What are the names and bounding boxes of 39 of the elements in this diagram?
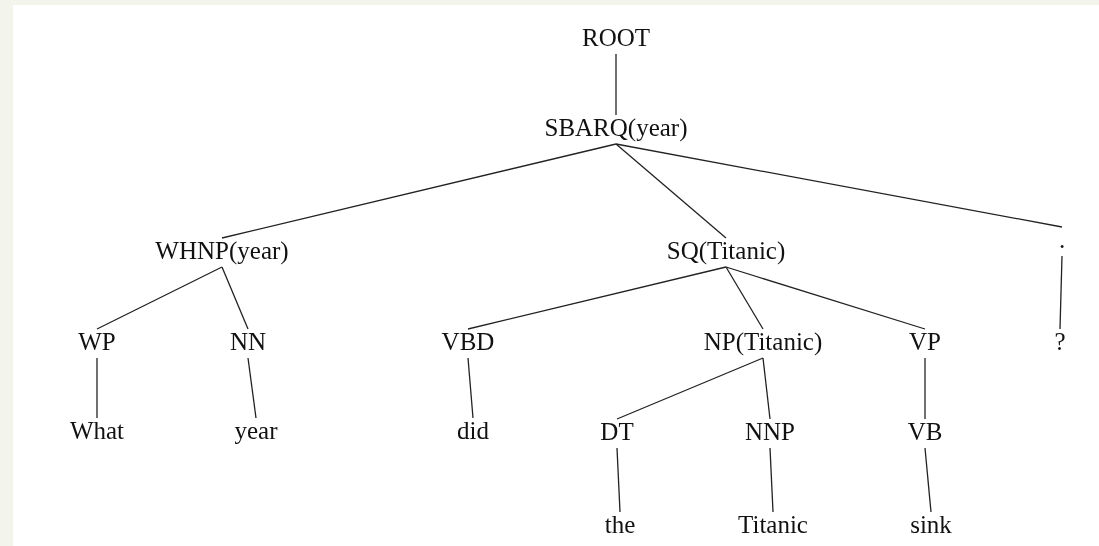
tree-node-label: sink bbox=[909, 511, 953, 539]
tree-branch-line bbox=[616, 447, 621, 513]
tree-node-label: NP(Titanic) bbox=[702, 328, 824, 356]
tree-node-label: did bbox=[456, 417, 490, 445]
tree-branch-line bbox=[725, 266, 926, 330]
tree-branch-line bbox=[924, 447, 932, 513]
tree-node-label: SQ(Titanic) bbox=[665, 237, 787, 265]
tree-branch-line bbox=[1059, 255, 1063, 330]
tree-branch-line bbox=[247, 357, 257, 419]
tree-node-label: DT bbox=[599, 418, 635, 446]
tree-node-label: WHNP(year) bbox=[154, 237, 290, 265]
tree-node-label: ROOT bbox=[580, 24, 652, 52]
tree-branch-line bbox=[924, 357, 926, 420]
tree-node-label: NNP bbox=[744, 418, 796, 446]
tree-node-label: ? bbox=[1053, 328, 1067, 356]
tree-branch-line bbox=[221, 143, 617, 239]
tree-branch-line bbox=[762, 357, 771, 420]
tree-branch-line bbox=[467, 266, 727, 330]
tree-branch-line bbox=[221, 266, 249, 330]
tree-branch-line bbox=[769, 447, 774, 513]
tree-node-label: the bbox=[603, 511, 637, 539]
tree-branch-line bbox=[96, 357, 98, 419]
tree-branch-line bbox=[96, 266, 223, 330]
tree-branch-line bbox=[467, 357, 474, 419]
tree-node-label: VBD bbox=[440, 328, 496, 356]
tree-node-label: SBARQ(year) bbox=[543, 114, 689, 142]
tree-node-label: What bbox=[68, 417, 126, 445]
tree-branch-line bbox=[615, 143, 727, 239]
tree-branch-line bbox=[725, 266, 764, 330]
tree-node-label: Titanic bbox=[737, 511, 809, 539]
tree-branch-line bbox=[615, 143, 1063, 228]
tree-node-label: VP bbox=[908, 328, 942, 356]
tree-node-label: WP bbox=[77, 328, 117, 356]
tree-node-label: . bbox=[1057, 226, 1067, 254]
tree-node-label: VB bbox=[906, 418, 944, 446]
tree-node-label: year bbox=[233, 417, 279, 445]
tree-node-label: NN bbox=[228, 328, 268, 356]
tree-branch-line bbox=[616, 357, 764, 420]
tree-branch-line bbox=[615, 53, 617, 116]
